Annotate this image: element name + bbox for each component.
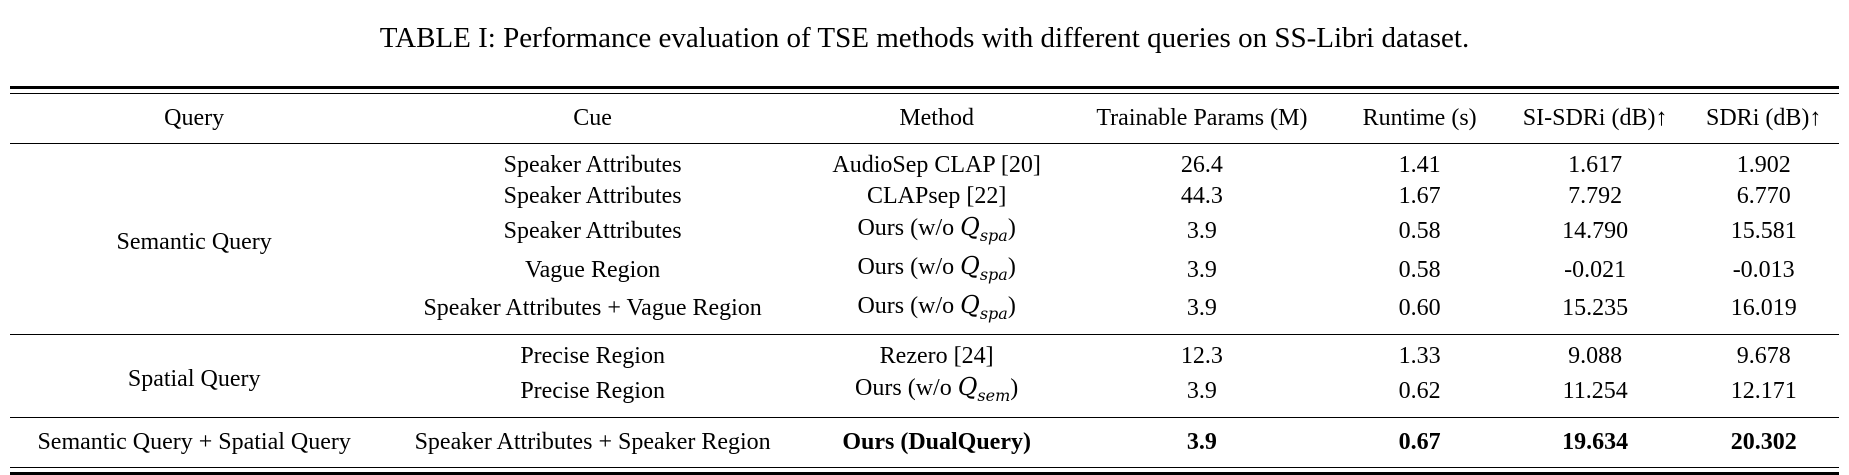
- method-cell: AudioSep CLAP [20]: [806, 143, 1067, 181]
- params-cell: 3.9: [1186, 256, 1217, 283]
- params-cell: 12.3: [1066, 334, 1338, 373]
- header-query: Query: [164, 105, 225, 131]
- cue-cell: Speaker Attributes: [378, 143, 807, 181]
- top-rule-thick: [10, 86, 1839, 89]
- runtime-cell: 1.41: [1337, 143, 1502, 181]
- table-row: Speaker Attributes CLAPsep [22] 44.3 1.67 7.…: [10, 181, 1839, 212]
- header-method: Method: [899, 105, 974, 131]
- table-row: Semantic Query + Spatial Query Speaker A…: [10, 417, 1839, 468]
- method-prefix: Ours (w/o: [857, 215, 961, 241]
- runtime-cell: 1.67: [1398, 183, 1441, 209]
- method-suffix: ): [1010, 375, 1019, 402]
- header-cue: Cue: [573, 105, 612, 131]
- runtime-cell: 0.58: [1398, 217, 1441, 244]
- sisdri-cell: 9.088: [1501, 334, 1689, 373]
- method-prefix: Ours (w/o: [857, 292, 961, 319]
- runtime-cell: 0.58: [1398, 256, 1441, 283]
- method-suffix: ): [1007, 253, 1016, 280]
- cue-cell: Speaker Attributes + Vague Region: [423, 295, 762, 322]
- dualquery-group: Semantic Query + Spatial Query Speaker A…: [10, 417, 1839, 468]
- method-cell: Ours (w/o Qspa): [807, 212, 1066, 251]
- table-header: Query Cue Method Trainable Params (M) Ru…: [10, 94, 1839, 144]
- table-row: Vague Region Ours (w/o Qspa) 3.9 0.58 -0.021…: [10, 251, 1839, 290]
- runtime-cell: 0.60: [1398, 295, 1441, 322]
- method-math: Qspa: [960, 290, 1008, 323]
- method-var: Q: [960, 290, 980, 319]
- best-params: 3.9: [1066, 417, 1338, 468]
- query-cell: Spatial Query: [10, 334, 379, 418]
- table-caption: TABLE I: Performance evaluation of TSE m…: [379, 22, 1470, 54]
- params-cell: 3.9: [1186, 217, 1217, 244]
- method-prefix: Ours (w/o: [857, 253, 961, 280]
- method-subscript: sem: [977, 386, 1011, 406]
- sdri-cell: -0.013: [1732, 256, 1795, 283]
- table-row: Speaker Attributes + Vague Region Ours (w…: [10, 290, 1839, 335]
- method-prefix: Ours (w/o: [855, 375, 958, 402]
- method-cell: Ours (w/o Qspa): [807, 251, 1066, 290]
- cue-cell: Precise Region: [520, 378, 665, 405]
- method-suffix: ): [1007, 292, 1016, 319]
- sisdri-cell: 14.790: [1562, 217, 1629, 244]
- results-grid: Query Cue Method Trainable Params (M) Ru…: [10, 94, 1839, 468]
- method-math: Qspa: [960, 213, 1008, 245]
- header-params: Trainable Params (M): [1096, 105, 1308, 131]
- method-math: Qsem: [957, 373, 1011, 405]
- sisdri-cell: 1.617: [1501, 143, 1689, 181]
- sisdri-cell: 15.235: [1562, 295, 1629, 322]
- sdri-cell: 1.902: [1688, 143, 1839, 181]
- cue-cell: Speaker Attributes: [503, 217, 682, 244]
- method-suffix: ): [1007, 215, 1016, 241]
- sdri-cell: 6.770: [1736, 183, 1791, 209]
- sdri-cell: 12.171: [1730, 378, 1797, 405]
- params-cell: 44.3: [1180, 183, 1223, 209]
- params-cell: 3.9: [1186, 295, 1217, 322]
- query-cell: Semantic Query: [10, 142, 379, 335]
- best-sisdri: 19.634: [1501, 417, 1689, 468]
- top-rule-thin: [10, 93, 1839, 94]
- method-cell: Rezero [24]: [806, 334, 1067, 373]
- sdri-cell: 9.678: [1688, 334, 1839, 373]
- header-row: Query Cue Method Trainable Params (M) Ru…: [10, 94, 1839, 144]
- method-subscript: spa: [979, 225, 1008, 245]
- bottom-rule-thin: [10, 467, 1839, 469]
- method-math: Qspa: [960, 251, 1008, 284]
- best-sdri: 20.302: [1688, 417, 1839, 468]
- method-var: Q: [960, 213, 980, 241]
- sisdri-cell: -0.021: [1564, 256, 1627, 283]
- cue-cell: Vague Region: [524, 256, 661, 283]
- sdri-cell: 15.581: [1730, 217, 1797, 244]
- cue-cell: Precise Region: [378, 334, 807, 373]
- runtime-cell: 1.33: [1337, 334, 1502, 373]
- best-cue: Speaker Attributes + Speaker Region: [378, 417, 807, 468]
- sisdri-cell: 11.254: [1562, 378, 1628, 405]
- method-var: Q: [960, 251, 980, 280]
- results-table: Query Cue Method Trainable Params (M) Ru…: [10, 86, 1839, 475]
- cue-cell: Speaker Attributes: [503, 183, 682, 209]
- method-subscript: spa: [979, 264, 1008, 284]
- best-query: Semantic Query + Spatial Query: [10, 417, 379, 468]
- method-cell: Ours (w/o Qsem): [807, 372, 1066, 417]
- table-row: Precise Region Ours (w/o Qsem) 3.9 0.62 11.2…: [10, 372, 1839, 417]
- best-method: Ours (DualQuery): [806, 417, 1067, 468]
- method-cell: Ours (w/o Qspa): [807, 290, 1066, 335]
- params-cell: 3.9: [1186, 378, 1217, 405]
- sisdri-cell: 7.792: [1568, 183, 1623, 209]
- best-runtime: 0.67: [1337, 417, 1502, 468]
- header-runtime: Runtime (s): [1362, 105, 1477, 131]
- runtime-cell: 0.62: [1398, 378, 1441, 405]
- sdri-cell: 16.019: [1730, 295, 1797, 322]
- method-cell: CLAPsep [22]: [866, 183, 1007, 209]
- method-subscript: spa: [979, 303, 1008, 323]
- method-var: Q: [957, 373, 978, 402]
- params-cell: 26.4: [1066, 143, 1338, 181]
- header-sdri: SDRi (dB)↑: [1706, 105, 1822, 131]
- table-row: Speaker Attributes Ours (w/o Qspa) 3.9 0.58…: [10, 212, 1839, 251]
- header-sisdri: SI-SDRi (dB)↑: [1522, 105, 1668, 131]
